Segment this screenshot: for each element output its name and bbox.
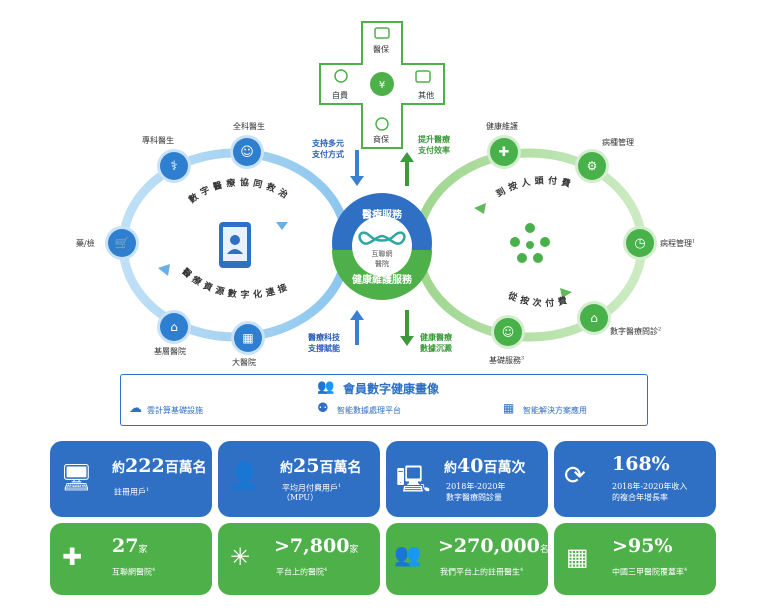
health-data-label: 健康醫療 bbox=[420, 333, 452, 342]
support-multi-label: 支持多元 bbox=[312, 139, 344, 148]
solutions-label: 智能解決方案應用 bbox=[523, 406, 587, 415]
specialist-icon: ⚕ bbox=[160, 152, 188, 180]
shield-yen-icon bbox=[370, 72, 394, 96]
solutions-icon: ▦ bbox=[503, 401, 515, 415]
data-platform-icon: ⚉ bbox=[317, 401, 329, 416]
disease-management-icon: ⚙ bbox=[578, 152, 606, 180]
people-group-icon: 👥 bbox=[317, 379, 335, 395]
arc-text-per-capita: 到按人頭付費 bbox=[494, 174, 576, 199]
center-middle-line1: 互聯網 bbox=[372, 249, 393, 258]
stat-card-registered-users: 🖥 約222百萬名 註冊用戶1 bbox=[50, 441, 212, 517]
stat-card-registered-doctors: 👥 >270,000名 我們平台上的註冊醫生4 bbox=[386, 523, 548, 595]
node-gp: 全科醫生 bbox=[233, 122, 265, 131]
ring-arrowhead bbox=[276, 222, 288, 230]
ring-arrowhead bbox=[474, 203, 486, 214]
consultation-screen-icon: 🖳 bbox=[396, 465, 431, 495]
cross-top-label: 醫保 bbox=[373, 45, 389, 54]
consultation-icon: ⌂ bbox=[580, 304, 608, 332]
hospital-building-icon: ▦ bbox=[566, 543, 589, 571]
people-network-icon bbox=[510, 223, 550, 263]
id-card-icon bbox=[415, 70, 431, 83]
med-tech2-label: 支撐賦能 bbox=[308, 344, 340, 353]
stat-card-internet-hospitals: ✚ 27家 互聯網醫院4 bbox=[50, 523, 212, 595]
registered-users-icon: 🖥 bbox=[60, 463, 94, 493]
center-middle-line2: 醫院 bbox=[375, 259, 389, 268]
node-disease-course: 病程管理1 bbox=[660, 238, 696, 248]
center-top-label: 醫療服務 bbox=[362, 208, 403, 221]
member-box-title: 會員數字健康畫像 bbox=[343, 382, 440, 396]
insurance-icon bbox=[375, 117, 389, 131]
cloud-icon: ☁ bbox=[129, 401, 142, 416]
clinic-icon: ⌂ bbox=[160, 313, 188, 341]
improve-pay-label: 提升醫療 bbox=[418, 135, 450, 144]
doctors-group-icon: 👥 bbox=[394, 543, 422, 568]
cross-left-label: 自費 bbox=[332, 91, 348, 100]
health-data2-label: 數據沉澱 bbox=[420, 344, 452, 353]
person-icon bbox=[334, 69, 348, 83]
ring-arrowhead bbox=[560, 288, 572, 298]
stat-card-tier3-coverage: ▦ >95% 中國三甲醫院覆蓋率4 bbox=[554, 523, 716, 595]
node-health-maintenance: 健康維護 bbox=[486, 122, 518, 131]
node-basic-service: 基礎服務3 bbox=[489, 355, 525, 365]
medical-kit-icon: ✚ bbox=[490, 138, 518, 166]
stat-card-revenue-cagr: ⟳ 168% 2018年-2020年收入 的複合年增長率 bbox=[554, 441, 716, 517]
node-disease-management: 病種管理 bbox=[602, 138, 634, 147]
cross-bottom-label: 商保 bbox=[373, 135, 389, 144]
data-platform-label: 智能數據處理平台 bbox=[337, 406, 401, 415]
infinity-logo-icon bbox=[358, 231, 406, 245]
arc-text-collab: 數字醫療協同救治 bbox=[186, 176, 293, 206]
stat-card-platform-hospitals: ✳ >7,800家 平台上的醫院4 bbox=[218, 523, 380, 595]
cloud-infra-label: 雲計算基礎設施 bbox=[147, 406, 203, 415]
member-health-box: 👥 會員數字健康畫像 ☁ 雲計算基礎設施 ⚉ 智能數據處理平台 ▦ 智能解決方案… bbox=[120, 374, 648, 426]
med-tech-label: 醫療科技 bbox=[308, 333, 340, 342]
node-digital-consult: 數字醫療問診2 bbox=[610, 326, 662, 336]
support-pay-label: 支付方式 bbox=[312, 150, 344, 159]
network-icon: ✳ bbox=[230, 543, 251, 571]
improve-eff-label: 支付效率 bbox=[418, 146, 450, 155]
gp-icon: ☺ bbox=[233, 138, 261, 166]
payment-cross: ¥ bbox=[319, 21, 445, 149]
medical-bag-icon: ✚ bbox=[62, 543, 83, 571]
ring-arrowhead bbox=[158, 264, 170, 276]
basic-service-icon: ☺ bbox=[494, 318, 522, 346]
clock-icon: ◷ bbox=[626, 229, 654, 257]
node-pharmacy: 藥/檢 bbox=[76, 239, 95, 248]
center-bottom-label: 健康維護服務 bbox=[352, 273, 413, 286]
revenue-growth-icon: ⟳ bbox=[564, 461, 586, 491]
card-icon bbox=[374, 27, 390, 39]
stat-card-mpu: 👤 約25百萬名 平均月付費用戶1 （MPU） bbox=[218, 441, 380, 517]
ecosystem-diagram: 數字醫療協同救治 醫療資源數字化連接 到按人頭付費 從按次付費 醫療服務 互聯網… bbox=[118, 148, 647, 346]
node-big-hospital: 大醫院 bbox=[232, 358, 256, 367]
node-primary-hospital: 基層醫院 bbox=[154, 347, 186, 356]
node-specialist: 專科醫生 bbox=[142, 136, 174, 145]
pharmacy-cart-icon: 🛒 bbox=[108, 229, 136, 257]
center-hub-inner bbox=[352, 216, 412, 276]
svg-text:¥: ¥ bbox=[379, 80, 385, 91]
stat-card-consultations: 🖳 約40百萬次 2018年-2020年 數字醫療問診量 bbox=[386, 441, 548, 517]
arc-text-resource: 醫療資源數字化連接 bbox=[180, 265, 293, 300]
paying-user-icon: 👤 bbox=[228, 461, 261, 491]
hospital-icon: ▦ bbox=[234, 324, 262, 352]
cross-right-label: 其他 bbox=[418, 91, 434, 100]
